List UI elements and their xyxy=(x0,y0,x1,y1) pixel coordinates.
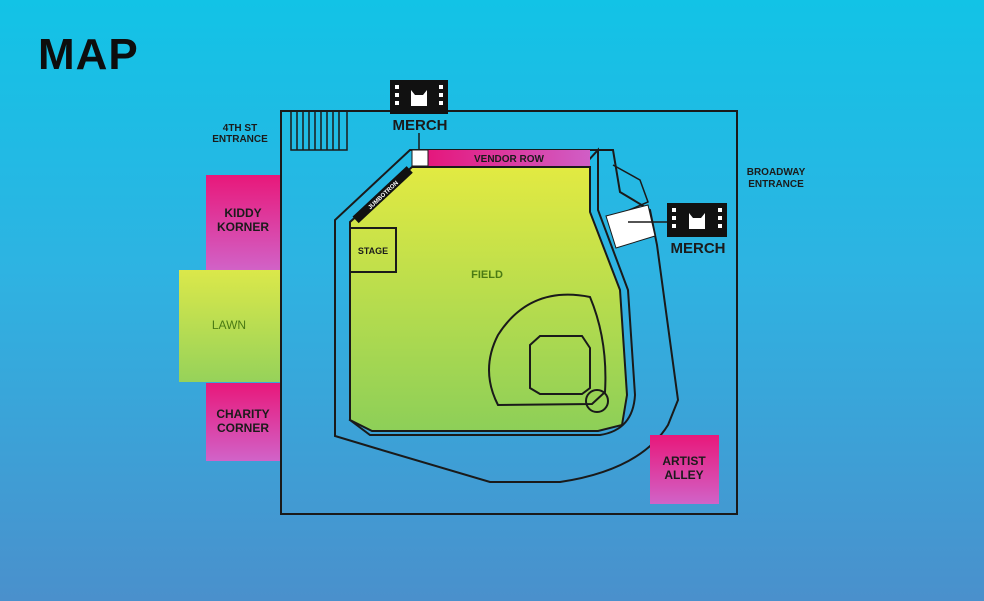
baseball-diamond xyxy=(529,335,591,395)
lawn-area[interactable] xyxy=(179,270,280,382)
vendor-row-label: VENDOR ROW xyxy=(474,154,545,165)
stage-label: STAGE xyxy=(358,246,388,256)
artist-alley-line1: ARTIST xyxy=(662,454,706,468)
kiddy-korner-line1: KIDDY xyxy=(224,206,261,220)
merch-right-label: MERCH xyxy=(671,240,726,257)
vendor-row-area[interactable] xyxy=(428,150,590,166)
broadway-ramp xyxy=(612,164,649,215)
merch-top-icon[interactable] xyxy=(390,80,448,114)
home-plate-circle xyxy=(585,389,609,413)
charity-corner-area[interactable] xyxy=(206,383,280,461)
artist-alley-area[interactable] xyxy=(650,435,719,504)
fourth-st-entrance-line2: ENTRANCE xyxy=(212,134,268,145)
vendor-row-connector xyxy=(411,149,429,167)
field-label: FIELD xyxy=(471,269,503,281)
kiddy-korner-area[interactable] xyxy=(206,175,280,271)
venue-boundary xyxy=(280,110,738,515)
stadium-stands xyxy=(348,147,637,436)
fourth-st-entrance-line1: 4TH ST xyxy=(223,123,257,134)
merch-top-label: MERCH xyxy=(393,117,448,134)
stairs-icon xyxy=(290,110,348,151)
jumbotron-bar xyxy=(352,166,413,224)
charity-corner-line1: CHARITY xyxy=(216,407,269,421)
lawn-label: LAWN xyxy=(212,318,246,332)
charity-corner-line2: CORNER xyxy=(217,421,269,435)
stage-area[interactable] xyxy=(349,227,397,273)
kiddy-korner-line2: KORNER xyxy=(217,220,269,234)
field-area[interactable] xyxy=(349,166,629,432)
broadway-entrance-line2: ENTRANCE xyxy=(748,179,804,190)
merch-right-icon[interactable] xyxy=(667,203,727,237)
artist-alley-line2: ALLEY xyxy=(664,468,703,482)
stadium-concourse xyxy=(334,149,680,483)
merch-right-booth[interactable] xyxy=(605,204,656,249)
broadway-entrance-line1: BROADWAY xyxy=(747,167,806,178)
baseball-infield xyxy=(488,293,607,407)
page-title: MAP xyxy=(38,30,139,79)
